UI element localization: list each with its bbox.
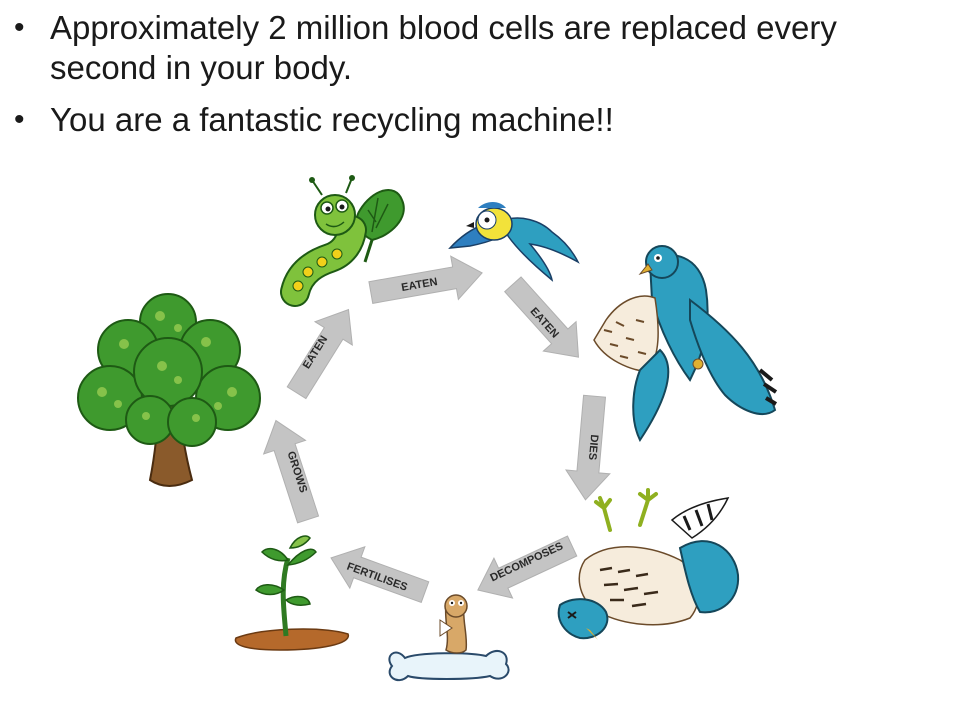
bullet-text: Approximately 2 million blood cells are … (50, 9, 837, 86)
arrow-eaten-tree-to-caterpillar (286, 308, 353, 400)
cycle-arrows (262, 255, 611, 604)
arrow-fertilises (330, 546, 430, 604)
dead-hawk-icon (557, 488, 740, 640)
worm-bone-icon (388, 594, 510, 682)
bullet-item: • Approximately 2 million blood cells are… (14, 8, 934, 88)
bullet-dot: • (14, 11, 25, 44)
caterpillar-icon (280, 175, 405, 307)
small-bird-icon (448, 202, 580, 282)
bullet-item: • You are a fantastic recycling machine!! (14, 100, 934, 140)
arrow-dies (565, 394, 611, 501)
hawk-icon (593, 245, 778, 442)
arrow-decomposes (477, 535, 578, 599)
arrow-eaten-caterpillar-to-bird (368, 255, 483, 304)
bullet-list: • Approximately 2 million blood cells are… (14, 8, 934, 152)
arrow-label-dies: DIES (586, 434, 600, 461)
arrow-eaten-bird-to-hawk (504, 276, 579, 358)
tree-icon (77, 293, 261, 487)
arrow-grows (262, 419, 320, 524)
bullet-text: You are a fantastic recycling machine!! (50, 101, 614, 138)
bullet-dot: • (14, 103, 25, 136)
sapling-icon (234, 535, 349, 651)
